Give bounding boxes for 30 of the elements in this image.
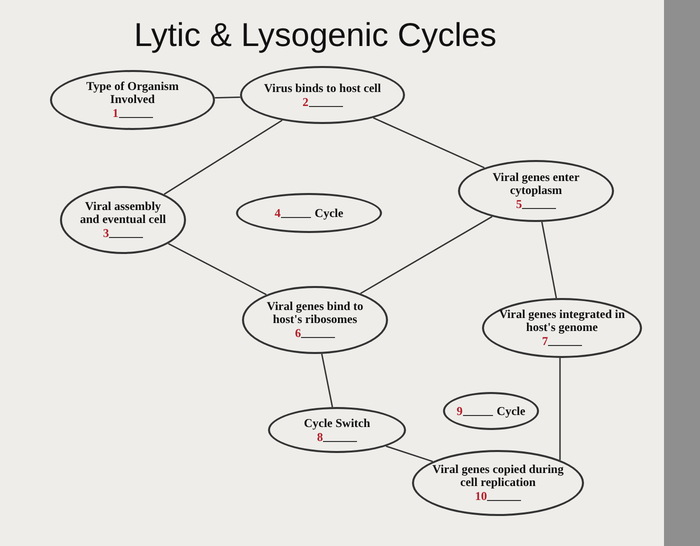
number-label: 4 — [274, 206, 281, 220]
node-text: Viral genes bind to host's ribosomes — [266, 300, 364, 326]
node-text: Viral assembly and eventual cell — [79, 200, 167, 226]
connector-line — [559, 358, 561, 460]
number-label: 5 — [516, 198, 522, 211]
node-text: Cycle Switch — [304, 416, 370, 430]
number-label: 8 — [317, 430, 323, 444]
node-text: Cycle — [496, 404, 526, 418]
number-label: 7 — [542, 335, 548, 348]
number-label: 6 — [295, 327, 301, 340]
title: Lytic & Lysogenic Cycles — [134, 15, 497, 55]
node-text: Cycle — [314, 206, 344, 220]
connector-line — [321, 354, 334, 408]
node-text: Virus binds to host cell — [264, 82, 381, 94]
number-label: 9 — [456, 404, 463, 418]
number-label: 2 — [302, 96, 308, 108]
number-label: 1 — [112, 107, 118, 120]
connector-line — [373, 117, 485, 168]
number-label: 10 — [475, 490, 487, 503]
node-text: Viral genes integrated in host's genome — [498, 308, 626, 334]
connector-line — [360, 216, 492, 294]
connector-line — [164, 120, 282, 195]
connector-line — [168, 242, 267, 296]
node-text: Viral genes copied during cell replication — [431, 463, 565, 489]
node-text: Viral genes enter cytoplasm — [492, 171, 580, 197]
connector-line — [541, 222, 557, 298]
number-label: 3 — [103, 227, 109, 240]
connector-line — [386, 446, 433, 462]
connector-line — [214, 96, 240, 99]
node-text: Type of Organism Involved — [85, 80, 180, 106]
